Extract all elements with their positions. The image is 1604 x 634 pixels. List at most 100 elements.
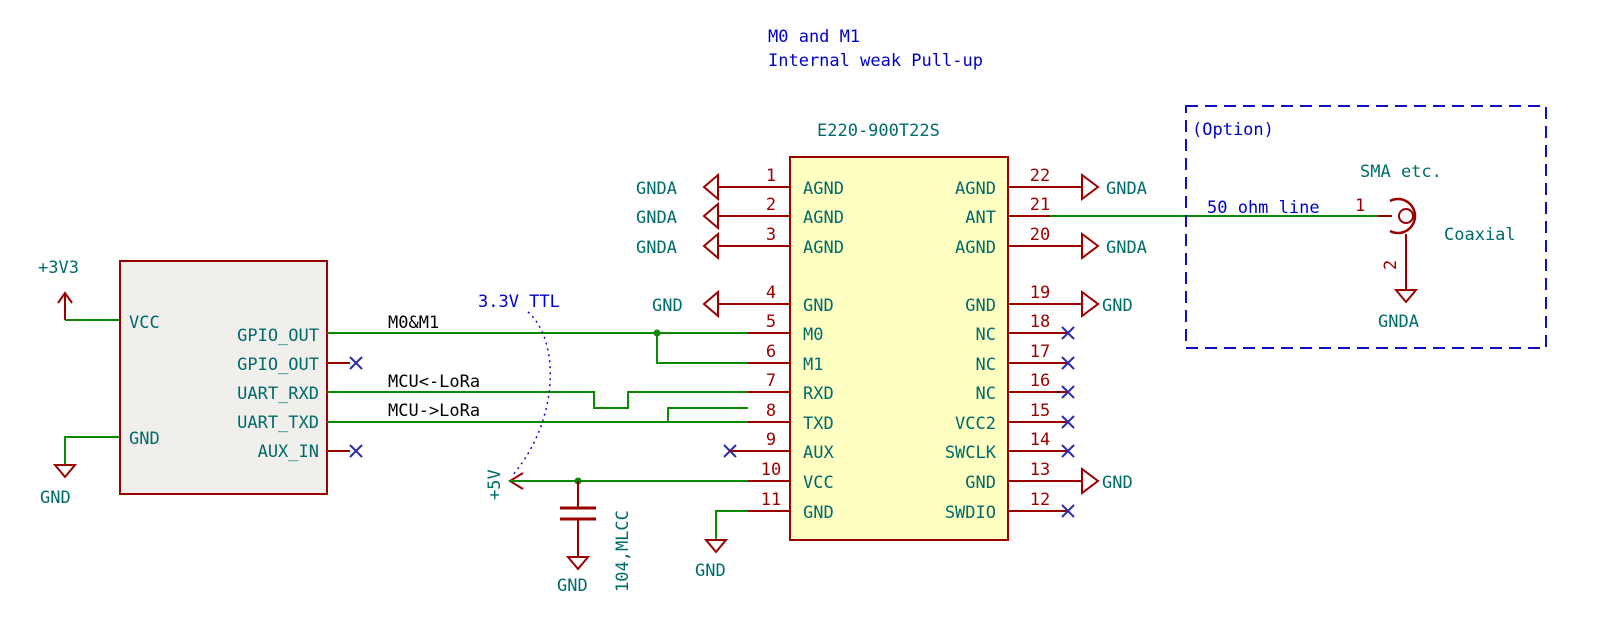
mcu-pin-gnd: GND (129, 429, 160, 449)
option-box: (Option) SMA etc. Coaxial 1 2 GNDA (1185, 105, 1547, 349)
ttl-dotted-arc (511, 311, 552, 477)
pin-name-21: ANT (965, 208, 996, 228)
mcu-pin-gpio-out-2: GPIO_OUT (237, 355, 319, 375)
mcu-pin-gpio-out-1: GPIO_OUT (237, 326, 319, 346)
mcu-pin-uart-rxd: UART_RXD (237, 384, 319, 404)
pin-name-11: GND (803, 503, 834, 523)
power-3v3-label: +3V3 (38, 258, 79, 278)
net-m1-branch (656, 333, 748, 364)
pin-number-16: 16 (1030, 371, 1050, 391)
module-gnd-11-symbol: GND (695, 510, 748, 581)
cap-value: 104,MLCC (613, 510, 633, 592)
pin-name-8: TXD (803, 414, 834, 434)
sma-gnda-label: GNDA (1378, 312, 1419, 332)
gnda-label-20: GNDA (1106, 238, 1147, 258)
pin-name-10: VCC (803, 473, 834, 493)
gnd-label-13: GND (1102, 473, 1133, 493)
pin-number-5: 5 (766, 312, 776, 332)
antenna-line-label: 50 ohm line (1207, 198, 1320, 218)
gnda-label-22: GNDA (1106, 179, 1147, 199)
net-m0m1-label: M0&M1 (388, 313, 439, 333)
gnd-label-19: GND (1102, 296, 1133, 316)
module-ref: E220-900T22S (817, 121, 940, 141)
pin-number-12: 12 (1030, 490, 1050, 510)
pin-number-2: 2 (766, 195, 776, 215)
coax-label: Coaxial (1444, 225, 1516, 245)
pin-name-7: RXD (803, 384, 834, 404)
note-line-2: Internal weak Pull-up (768, 51, 983, 71)
pin-number-17: 17 (1030, 342, 1050, 362)
module-right-pins: 22AGND21ANT20AGND19GND18NC17NC16NC15VCC2… (945, 166, 1100, 523)
pin-number-4: 4 (766, 283, 776, 303)
pin-number-10: 10 (761, 460, 781, 480)
junction-m0m1 (653, 329, 661, 337)
pin-name-14: SWCLK (945, 443, 997, 463)
mcu-pin-uart-txd: UART_TXD (237, 413, 319, 433)
net-tx-label: MCU->LoRa (388, 401, 480, 421)
pin-number-15: 15 (1030, 401, 1050, 421)
pin-name-17: NC (976, 355, 996, 375)
net-tx-wire (327, 407, 748, 423)
pin-name-12: SWDIO (945, 503, 996, 523)
module-pin-6: 6M1 (748, 342, 823, 375)
sma-label: SMA etc. (1360, 162, 1442, 182)
pin-name-13: GND (965, 473, 996, 493)
module-gnd-11-label: GND (695, 561, 726, 581)
sma-pin2: 2 (1381, 260, 1401, 270)
pin-number-1: 1 (766, 166, 776, 186)
power-5v-symbol: +5V (485, 469, 748, 500)
mcu-block: VCC GND GPIO_OUT GPIO_OUT UART_RXD UART_… (119, 260, 328, 495)
pin-number-11: 11 (761, 490, 781, 510)
pin-name-1: AGND (803, 179, 844, 199)
ttl-label: 3.3V TTL (478, 292, 560, 312)
module-pin-5: 5M0 (748, 312, 823, 345)
module-e220: E220-900T22S 1AGND2AGND3AGND4GND5M06M17R… (702, 121, 1100, 541)
sma-pin1: 1 (1355, 196, 1365, 216)
left-power-flags: GNDA GNDA GNDA GND (636, 179, 683, 316)
gnd-label-4: GND (652, 296, 683, 316)
pin-number-6: 6 (766, 342, 776, 362)
pin-name-15: VCC2 (955, 414, 996, 434)
pin-name-16: NC (976, 384, 996, 404)
pin-number-9: 9 (766, 430, 776, 450)
mcu-pin-vcc: VCC (129, 313, 160, 333)
net-rx-label: MCU<-LoRa (388, 372, 480, 392)
pin-name-4: GND (803, 296, 834, 316)
note-line-1: M0 and M1 (768, 27, 860, 47)
module-left-pins: 1AGND2AGND3AGND4GND5M06M17RXD8TXD9AUX10V… (702, 166, 844, 523)
pin-name-20: AGND (955, 238, 996, 258)
cap-gnd-label: GND (557, 576, 588, 596)
pin-number-18: 18 (1030, 312, 1050, 332)
gnda-label-1: GNDA (636, 179, 677, 199)
power-5v-label: +5V (485, 469, 505, 500)
pin-number-20: 20 (1030, 225, 1050, 245)
mcu-body (119, 260, 328, 495)
pin-name-19: GND (965, 296, 996, 316)
mcu-gnd-symbol: GND (40, 436, 120, 508)
pin-name-18: NC (976, 325, 996, 345)
pin-name-22: AGND (955, 179, 996, 199)
pin-name-9: AUX (803, 443, 834, 463)
power-3v3-symbol: +3V3 (38, 258, 120, 321)
pin-number-14: 14 (1030, 430, 1050, 450)
module-body (789, 156, 1009, 541)
mcu-pin-aux-in: AUX_IN (258, 442, 319, 462)
